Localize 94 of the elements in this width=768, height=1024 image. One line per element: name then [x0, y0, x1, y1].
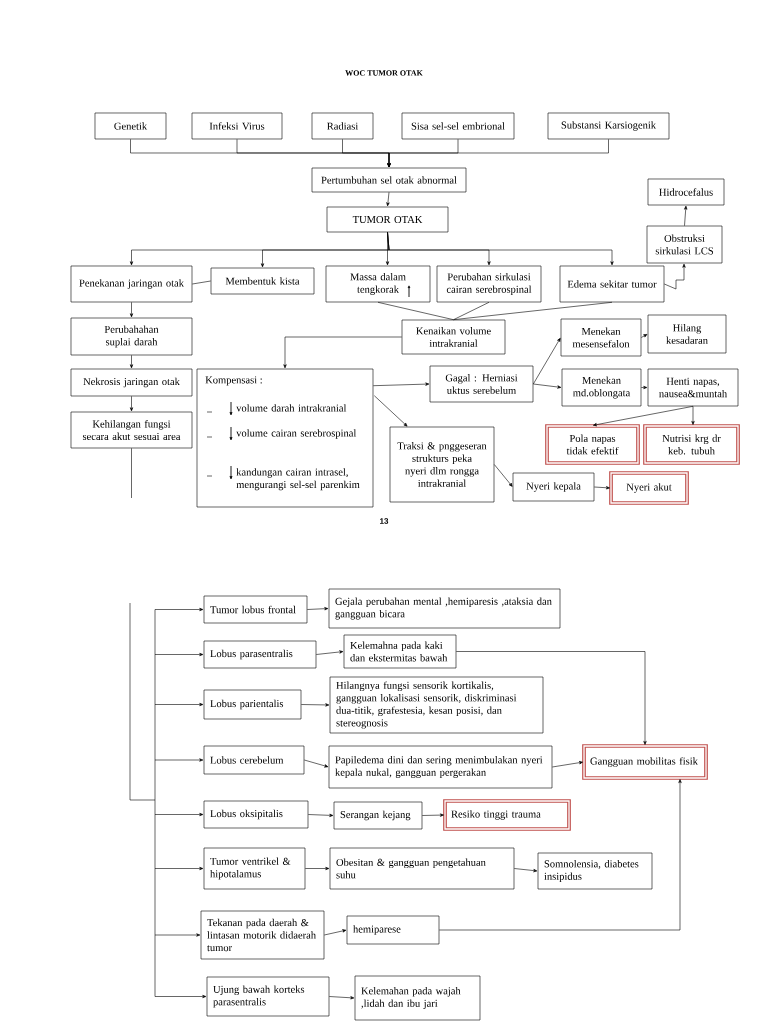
process-box: Edema sekitar tumor [559, 265, 665, 303]
process-box: Gagal : Herniasi uktus serebelum [429, 365, 534, 403]
list-item: volume darah intrakranial [236, 404, 347, 412]
arrow [129, 396, 134, 412]
arrow [301, 703, 330, 707]
arrow [684, 205, 688, 226]
process-box: Perubahan sirkulasi cairan serebrospinal [436, 265, 542, 303]
arrow [308, 813, 334, 817]
arrow [154, 758, 204, 762]
arrow [154, 994, 207, 999]
process-box: hemiparese [346, 915, 440, 945]
list-item: volume cairan serebrospinal [236, 429, 357, 439]
arrow [387, 232, 614, 266]
arrow [641, 385, 648, 390]
arrow [129, 355, 134, 369]
process-box: Tumor ventrikel & hipotalamus [203, 847, 306, 890]
arrow [664, 263, 686, 290]
arrow [154, 607, 204, 612]
process-box: Nekrosis jaringan otak [70, 368, 193, 397]
arrow [641, 334, 648, 338]
arrow [129, 302, 134, 318]
process-box: Substansi Karsiogenik [547, 112, 670, 140]
arrow [439, 779, 682, 931]
process-box: Perubahahan suplai darah [70, 317, 193, 356]
process-box: Massa dalam tengkorak [325, 265, 431, 303]
process-box: Obesitan & gangguan pengetahuan suhu [329, 847, 515, 890]
process-box: Gejala perubahan mental ,hemiparesis ,ataksia dan gangguan bicara [328, 588, 561, 629]
arrow [533, 383, 562, 389]
diagnosis-box: Gangguan mobilitas fisik [582, 744, 708, 780]
compensation-box: Kompensasi : volume darah intrakranial volume cairan serebrospinal kandungan cairan intrasel, mengurangi sel-sel parenkim [196, 368, 374, 508]
process-box: Genetik [94, 112, 167, 140]
process-box: Hilangnya fungsi sensorik kortikalis, gangguan lokalisasi sensorik, diskriminasi dua-titik, grafestesia, kesan posisi, dan stereognosis [329, 676, 544, 734]
process-box: Tekanan pada daerah & lintasan motorik didaerah tumor [200, 910, 325, 960]
process-box: TUMOR OTAK [326, 206, 449, 233]
arrow [494, 464, 513, 487]
process-box: Serangan kejang [333, 801, 423, 830]
process-box: Tumor lobus frontal [203, 595, 308, 624]
process-box: Sisa sel-sel embrional [401, 112, 515, 140]
process-box: Kelemahna pada kaki dan ekstermitas bawah [343, 634, 457, 669]
process-box: Menekan mesensefalon [560, 318, 642, 357]
arrow [456, 651, 647, 745]
process-box: Lobus parasentralis [203, 640, 317, 669]
process-box: Penekanan jaringan otak [70, 265, 193, 303]
diagnosis-box: Resiko tinggi trauma [443, 799, 571, 831]
process-box: Lobus cerebelum [203, 745, 305, 775]
process-box: Lobus oksipitalis [203, 800, 309, 829]
arrow [154, 652, 204, 657]
arrow [154, 812, 204, 817]
diagnosis-box: Nutrisi krg dr keb. tubuh [643, 424, 740, 465]
arrow [316, 650, 344, 655]
process-box: Menekan md.oblongata [561, 368, 642, 407]
arrow [533, 337, 561, 385]
arrow [154, 866, 204, 871]
arrow [305, 866, 330, 871]
arrow [374, 395, 408, 427]
arrow [324, 929, 347, 936]
process-box: Kenaikan volume intrakranial [401, 319, 506, 355]
process-box: Traksi & pnggeseran strukturs peka nyeri dlm rongga intrakranial [389, 426, 495, 503]
list-item: kandungan cairan intrasel, mengurangi sel-sel parenkim [236, 468, 360, 491]
arrow [422, 813, 444, 817]
arrow [304, 759, 329, 768]
process-box: Radiasi [311, 112, 374, 140]
arrow [552, 761, 583, 768]
title: WOC TUMOR OTAK [345, 70, 423, 76]
process-box: Hidrocefalus [647, 178, 725, 206]
arrow [593, 406, 694, 427]
process-box: Lobus parientalis [203, 689, 302, 720]
process-box: Kehilangan fungsi secara akut sesuai area [70, 411, 193, 449]
connector-line [154, 609, 156, 997]
process-box: Pertumbuhan sel otak abnormal [311, 167, 467, 193]
diagnosis-box: Pola napas tidak efektif [545, 424, 640, 465]
arrow [329, 996, 355, 1000]
diagnosis-box: Nyeri akut [609, 471, 689, 505]
arrow [386, 192, 390, 207]
process-box: Papiledema dini dan sering menimbulakan nyeri kepala nukal, gangguan pergerakan [328, 745, 553, 789]
process-box: Ujung bawah korteks parasentralis [206, 976, 330, 1017]
arrow [154, 702, 204, 707]
process-box: Kelemahan pada wajah ,lidah dan ibu jari [354, 975, 481, 1021]
arrow [514, 868, 538, 873]
page-number: 13 [380, 518, 389, 524]
arrow [691, 406, 695, 425]
process-box: Nyeri kepala [512, 472, 595, 502]
arrow [387, 139, 609, 168]
arrow [154, 933, 201, 937]
process-box: Somnolensia, diabetes insipidus [537, 852, 653, 890]
arrow [373, 382, 430, 386]
process-box: Infeksi Virus [191, 112, 283, 140]
arrow [594, 486, 610, 490]
arrow [307, 607, 329, 611]
process-box: Membentuk kista [210, 267, 315, 295]
process-box: Hilang kesadaran [647, 314, 727, 354]
process-box: Obstruksi sirkulasi LCS [646, 225, 723, 264]
process-box: Henti napas, nausea&muntah [647, 368, 739, 407]
arrow [283, 336, 402, 369]
